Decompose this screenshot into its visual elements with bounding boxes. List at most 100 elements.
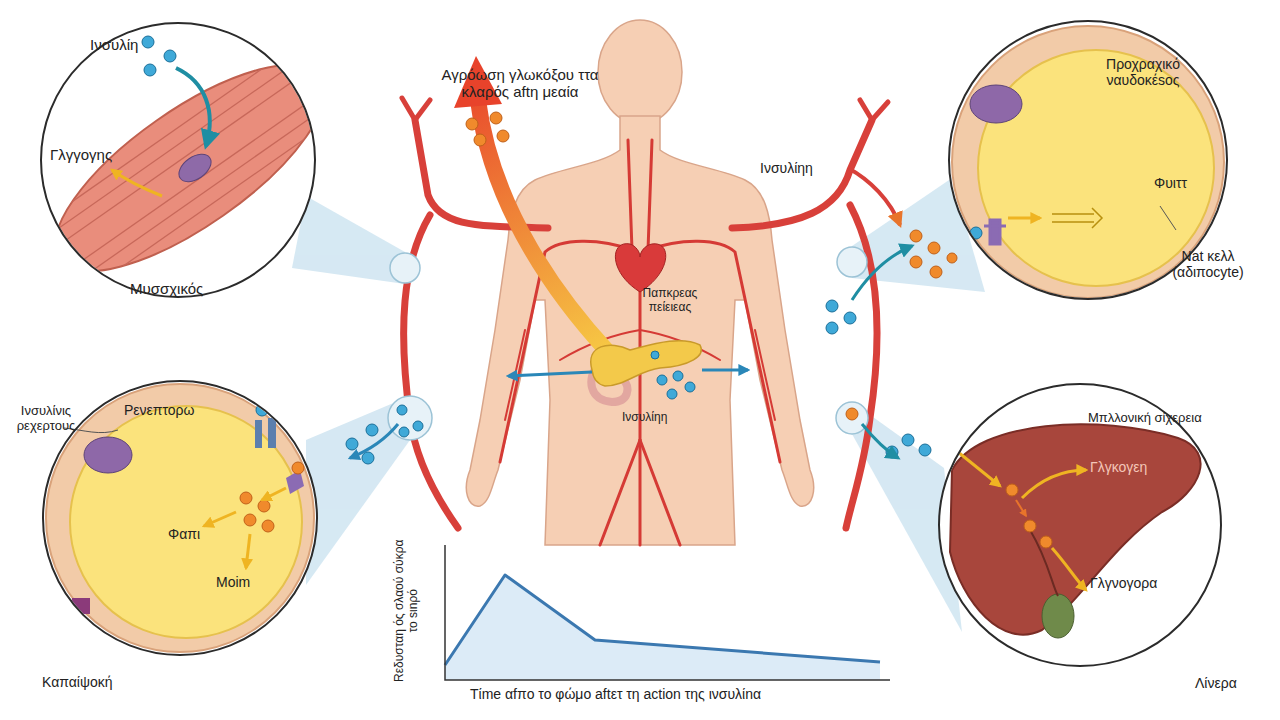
insulin-arrow [176, 68, 210, 146]
glycogen-arrow [112, 170, 162, 196]
glucose-dot [466, 118, 478, 130]
nucleus [174, 149, 216, 188]
node-text: Φυιττ [1154, 175, 1187, 191]
glucose-dot [244, 514, 256, 526]
bile-duct [1030, 530, 1058, 596]
diagram-label: Tίme αfπo το φώμο aftετ τη action της ιν… [470, 686, 761, 702]
node-text: Moim [216, 574, 250, 590]
artery-branch [402, 98, 430, 120]
outer-arteries [402, 98, 888, 528]
insulin-dot [366, 424, 378, 436]
release-arrow [1052, 548, 1086, 590]
insulin-dot [844, 312, 856, 324]
chart-line [445, 575, 880, 665]
liver [950, 424, 1201, 634]
insulin-arrow [508, 372, 592, 376]
glucose-arrow [262, 488, 286, 500]
striation [75, 99, 337, 283]
node-text: Μυσσχικός [130, 280, 203, 297]
insulin-dot [651, 351, 659, 359]
glucose-dot [474, 134, 486, 146]
node-text: Γλγνογορα [1090, 575, 1157, 591]
inner-arteries [500, 140, 780, 545]
insulin-dot [399, 427, 409, 437]
glucose-dot [947, 253, 957, 263]
artery [415, 120, 548, 228]
node-text: Ρενεπτορω [124, 402, 195, 418]
inset-circle: Ινσυλίνις ρεχερτουςΡενεπτορωΦαπιMoimΚαπα… [42, 380, 318, 656]
striations [36, 43, 345, 294]
cytoplasm [70, 406, 302, 638]
glucose-dot [240, 492, 252, 504]
insulin-dot [685, 382, 695, 392]
insulin-dot [362, 452, 374, 464]
head [598, 20, 682, 124]
callout-spot [388, 396, 432, 440]
insulin-dot [144, 64, 156, 76]
inset-background [43, 381, 317, 655]
diagram-label: Ινσυλίηη [622, 411, 667, 425]
double-arrow-head [1092, 208, 1102, 228]
node-text: Μπλλονική σίχερεια [1088, 411, 1202, 426]
callout-lens [292, 196, 405, 284]
inset-circle: Προχραχικό ναυδοκέsοςΦυιττNat κελλ (αδιπ… [948, 20, 1228, 300]
glycogen-arrow [1022, 470, 1086, 498]
glucose-dots [846, 230, 957, 420]
striation [36, 43, 298, 227]
node-text: Φαπι [168, 526, 200, 542]
callout-spot [837, 247, 867, 277]
double-arrow [1052, 214, 1094, 222]
glucose-dot [497, 130, 509, 142]
nucleus [84, 437, 132, 473]
fat-droplet [978, 50, 1214, 286]
node-text: Προχραχικό ναυδοκέsος [1074, 56, 1212, 88]
glucose-dot [1040, 536, 1052, 548]
glucose-dot [258, 500, 270, 512]
membrane-protein [72, 598, 90, 614]
chart-axes [445, 545, 890, 680]
cell-inset [46, 384, 314, 652]
gallbladder [1042, 594, 1074, 638]
insulin-receptor [940, 440, 950, 456]
glucose-dot [292, 462, 304, 474]
fat-arrow [1008, 217, 1040, 220]
node-text: Γλγγογης [50, 146, 112, 163]
pancreas-insulin [651, 351, 695, 399]
insulin-dot [667, 389, 677, 399]
node-text: Γλγκογεη [1090, 459, 1147, 475]
insulin-dot [397, 405, 407, 415]
diagram-label: Ινσυλίηη [760, 160, 813, 176]
insulin-arrow [350, 424, 398, 458]
glucose-dot [910, 256, 922, 268]
glucose-dot [1024, 520, 1036, 532]
insulin-arrow [852, 246, 912, 300]
artery [628, 140, 632, 250]
glucose-dot [1006, 484, 1018, 496]
glucose-dot [490, 112, 502, 124]
callout-spot [390, 253, 420, 283]
insulin-dot [902, 434, 914, 446]
insulin-dot [142, 36, 154, 48]
nucleus [970, 85, 1022, 123]
energy-arrow [246, 534, 250, 568]
insulin-dot [256, 404, 268, 416]
insulin-dot [346, 438, 358, 450]
pancreas [591, 341, 701, 386]
inset-circle: Μπλλονική σίχερειαΓλγκογεηΓλγνογοραΛίνερ… [938, 383, 1222, 667]
glucose-transporter [958, 226, 966, 240]
glucose-dot [910, 230, 922, 242]
glucose-arrow [958, 452, 1000, 486]
insulin-dot [657, 375, 667, 385]
insulin-dot [970, 227, 982, 239]
striation [83, 111, 345, 295]
node-text: Λίνερα [1195, 675, 1237, 691]
node-text: Nat κελλ (αδιποcyte) [1150, 248, 1266, 280]
insulin-chart [445, 545, 890, 680]
insulin-dot [919, 444, 931, 456]
heart [615, 244, 665, 292]
glucose-dots [466, 112, 509, 146]
